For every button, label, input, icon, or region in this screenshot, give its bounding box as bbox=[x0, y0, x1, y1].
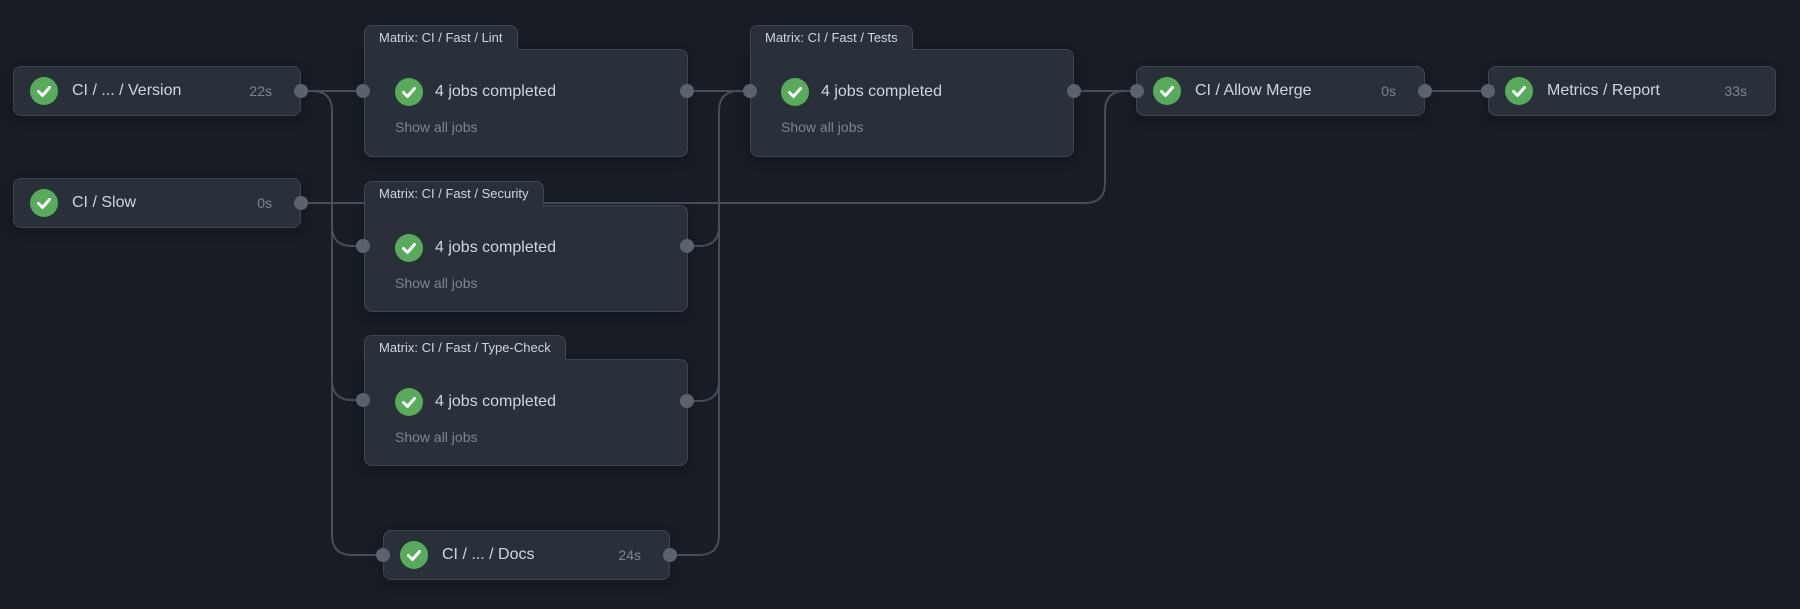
port-security-in bbox=[356, 239, 370, 253]
check-circle-icon bbox=[30, 189, 58, 217]
check-circle-icon bbox=[400, 541, 428, 569]
node-duration: 33s bbox=[1724, 83, 1747, 99]
check-circle-icon bbox=[30, 77, 58, 105]
matrix-tab-label: Matrix: CI / Fast / Tests bbox=[750, 25, 913, 50]
matrix-summary: 4 jobs completed bbox=[435, 393, 556, 410]
node-ci-docs[interactable]: CI / ... / Docs 24s bbox=[383, 530, 670, 580]
port-tests-out bbox=[1067, 84, 1081, 98]
show-all-jobs-link[interactable]: Show all jobs bbox=[395, 429, 478, 445]
port-typecheck-in bbox=[356, 393, 370, 407]
check-circle-icon bbox=[781, 78, 809, 106]
node-duration: 24s bbox=[618, 547, 641, 563]
node-label: CI / Allow Merge bbox=[1195, 82, 1312, 99]
matrix-tab-label: Matrix: CI / Fast / Type-Check bbox=[364, 335, 566, 360]
node-metrics-report[interactable]: Metrics / Report 33s bbox=[1488, 66, 1776, 116]
node-label: CI / ... / Version bbox=[72, 82, 182, 99]
port-slow-out bbox=[294, 196, 308, 210]
node-label: CI / Slow bbox=[72, 194, 137, 211]
show-all-jobs-link[interactable]: Show all jobs bbox=[395, 275, 478, 291]
show-all-jobs-link[interactable]: Show all jobs bbox=[781, 119, 864, 135]
port-security-out bbox=[680, 239, 694, 253]
node-matrix-lint[interactable]: Matrix: CI / Fast / Lint 4 jobs complete… bbox=[364, 25, 688, 157]
matrix-tab-label: Matrix: CI / Fast / Lint bbox=[364, 25, 518, 50]
port-typecheck-out bbox=[680, 394, 694, 408]
port-version-out bbox=[294, 84, 308, 98]
check-circle-icon bbox=[1153, 77, 1181, 105]
port-report-in bbox=[1481, 84, 1495, 98]
matrix-tab-label: Matrix: CI / Fast / Security bbox=[364, 181, 544, 206]
check-circle-icon bbox=[395, 388, 423, 416]
matrix-summary: 4 jobs completed bbox=[435, 239, 556, 256]
node-matrix-tests[interactable]: Matrix: CI / Fast / Tests 4 jobs complet… bbox=[750, 25, 1074, 157]
check-circle-icon bbox=[395, 78, 423, 106]
node-matrix-typecheck[interactable]: Matrix: CI / Fast / Type-Check 4 jobs co… bbox=[364, 335, 688, 466]
port-lint-out bbox=[680, 84, 694, 98]
show-all-jobs-link[interactable]: Show all jobs bbox=[395, 119, 478, 135]
node-label: Metrics / Report bbox=[1547, 82, 1660, 99]
node-duration: 0s bbox=[257, 195, 272, 211]
port-lint-in bbox=[356, 84, 370, 98]
node-ci-allow-merge[interactable]: CI / Allow Merge 0s bbox=[1136, 66, 1425, 116]
matrix-summary: 4 jobs completed bbox=[821, 83, 942, 100]
port-docs-in bbox=[376, 548, 390, 562]
port-tests-in bbox=[743, 84, 757, 98]
port-docs-out bbox=[663, 548, 677, 562]
matrix-body: 4 jobs completed Show all jobs bbox=[364, 205, 688, 312]
check-circle-icon bbox=[395, 234, 423, 262]
matrix-body: 4 jobs completed Show all jobs bbox=[750, 49, 1074, 157]
node-matrix-security[interactable]: Matrix: CI / Fast / Security 4 jobs comp… bbox=[364, 181, 688, 312]
port-allow-merge-in bbox=[1130, 84, 1144, 98]
node-duration: 0s bbox=[1381, 83, 1396, 99]
port-allow-merge-out bbox=[1418, 84, 1432, 98]
node-ci-slow[interactable]: CI / Slow 0s bbox=[13, 178, 301, 228]
node-label: CI / ... / Docs bbox=[442, 546, 535, 563]
node-duration: 22s bbox=[249, 83, 272, 99]
matrix-summary: 4 jobs completed bbox=[435, 83, 556, 100]
node-ci-version[interactable]: CI / ... / Version 22s bbox=[13, 66, 301, 116]
matrix-body: 4 jobs completed Show all jobs bbox=[364, 359, 688, 466]
check-circle-icon bbox=[1505, 77, 1533, 105]
matrix-body: 4 jobs completed Show all jobs bbox=[364, 49, 688, 157]
